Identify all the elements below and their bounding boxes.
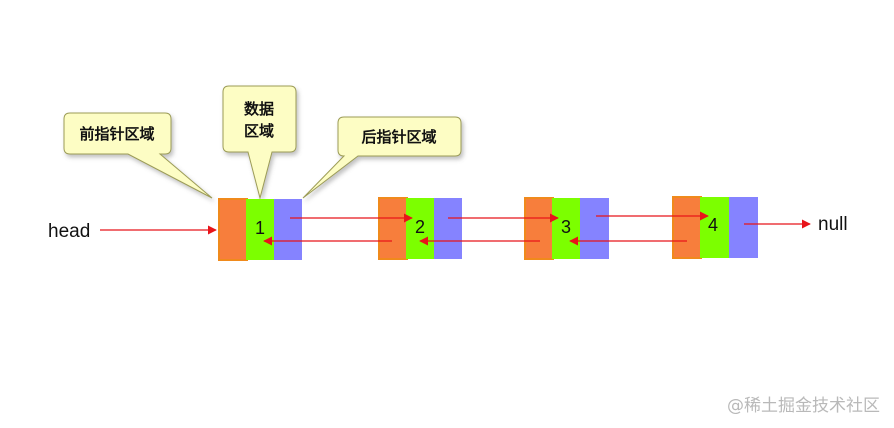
node-value: 4	[708, 215, 718, 235]
watermark: @稀土掘金技术社区	[727, 396, 880, 416]
list-node-4: 4	[672, 196, 758, 259]
list-node-3: 3	[524, 197, 609, 260]
callout-prev-pointer: 前指针区域	[63, 112, 213, 199]
head-label: head	[48, 221, 90, 242]
node-prev-field	[672, 196, 702, 259]
null-label: null	[818, 214, 848, 235]
node-data-field	[246, 199, 274, 260]
callout-next-pointer: 后指针区域	[302, 116, 462, 199]
node-value: 3	[561, 217, 571, 237]
node-value: 1	[255, 218, 265, 238]
node-value: 2	[415, 217, 425, 237]
callout-next-text: 后指针区域	[361, 128, 436, 146]
node-data-field	[700, 197, 729, 258]
callout-prev-text: 前指针区域	[79, 125, 154, 143]
node-prev-field	[218, 198, 248, 261]
node-next-field	[274, 199, 302, 260]
node-data-field	[552, 198, 580, 259]
node-next-field	[729, 197, 758, 258]
pointer-arrows	[100, 211, 811, 246]
node-prev-field	[524, 197, 554, 260]
node-next-field	[434, 198, 462, 259]
node-next-field	[580, 198, 609, 259]
list-node-2: 2	[378, 197, 462, 260]
callout-data-field: 数据 区域	[222, 85, 297, 200]
list-node-1: 1	[218, 198, 302, 261]
node-data-field	[406, 198, 434, 259]
node-prev-field	[378, 197, 408, 260]
callout-data-text-line2: 区域	[244, 122, 274, 140]
callout-data-text-line1: 数据	[244, 100, 274, 118]
